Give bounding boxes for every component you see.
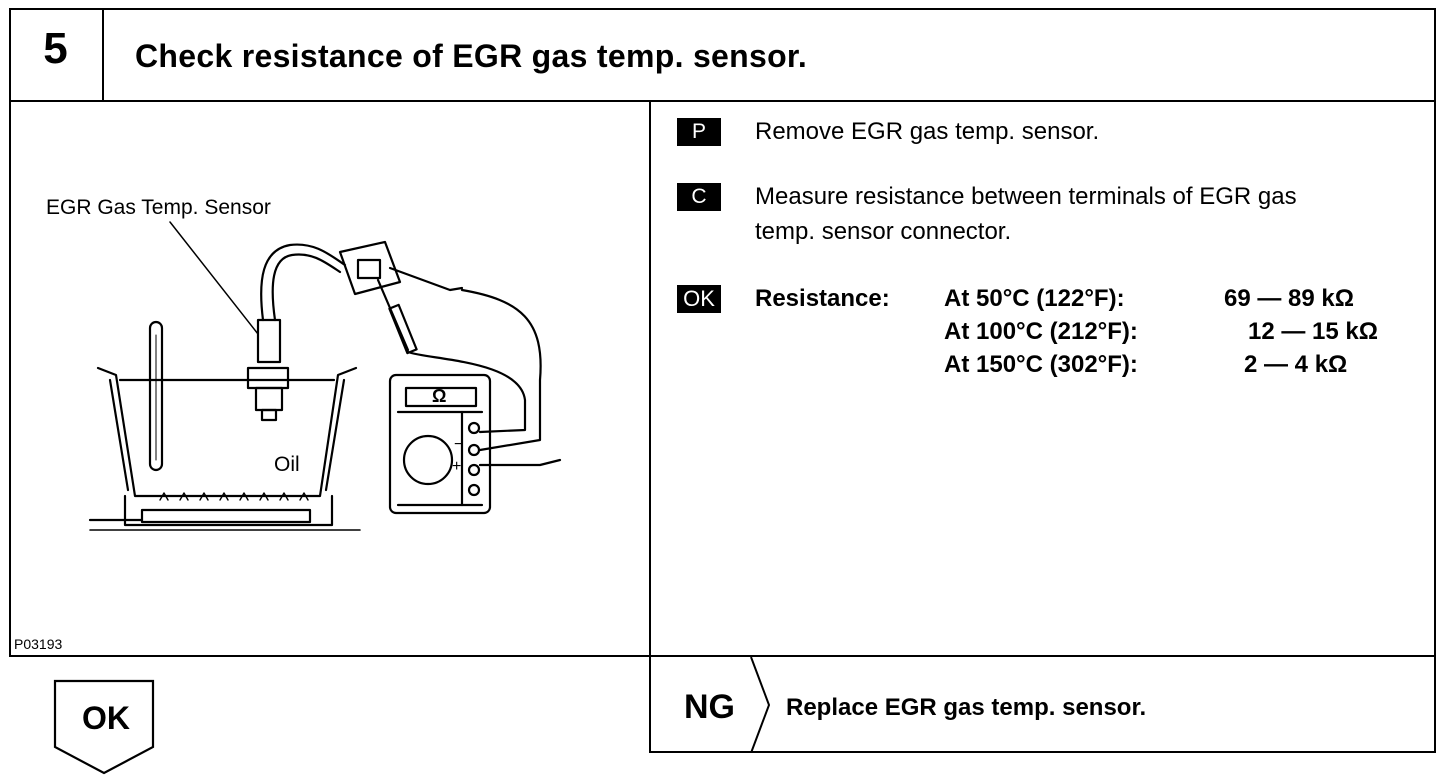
check-text-line-2: temp. sensor connector. (755, 218, 1012, 245)
spec-label: Resistance: (755, 285, 890, 312)
minus-terminal-label: − (454, 436, 464, 453)
test-setup-illustration (88, 221, 562, 531)
spec-value: 69 — 89 kΩ (1224, 285, 1354, 312)
ng-result-box (649, 657, 1436, 753)
ng-chevron (750, 657, 771, 753)
check-badge: C (677, 183, 721, 211)
spec-value: 12 — 15 kΩ (1248, 318, 1378, 345)
spec-condition: At 150°C (302°F): (944, 351, 1138, 378)
procedure-text: Remove EGR gas temp. sensor. (755, 118, 1100, 145)
spec-condition: At 50°C (122°F): (944, 285, 1125, 312)
ok-arrow-shape (53, 679, 155, 775)
procedure-badge: P (677, 118, 721, 146)
ohm-symbol: Ω (432, 386, 447, 406)
spec-condition: At 100°C (212°F): (944, 318, 1138, 345)
ok-badge: OK (677, 285, 721, 313)
ng-result-label: NG (684, 688, 735, 726)
step-title: Check resistance of EGR gas temp. sensor… (135, 38, 808, 74)
figure-id: P03193 (14, 636, 63, 652)
plus-terminal-label: + (452, 458, 462, 475)
oil-label: Oil (274, 453, 300, 476)
ng-action-text: Replace EGR gas temp. sensor. (786, 694, 1147, 721)
step-number-cell (9, 8, 104, 102)
ok-result-label: OK (82, 700, 130, 736)
step-number: 5 (43, 24, 68, 73)
spec-value: 2 — 4 kΩ (1244, 351, 1348, 378)
check-text-line-1: Measure resistance between terminals of … (755, 183, 1297, 210)
column-divider (649, 100, 651, 657)
step-frame (9, 8, 1436, 657)
sensor-callout-label: EGR Gas Temp. Sensor (46, 196, 271, 219)
header-divider (9, 100, 1436, 102)
